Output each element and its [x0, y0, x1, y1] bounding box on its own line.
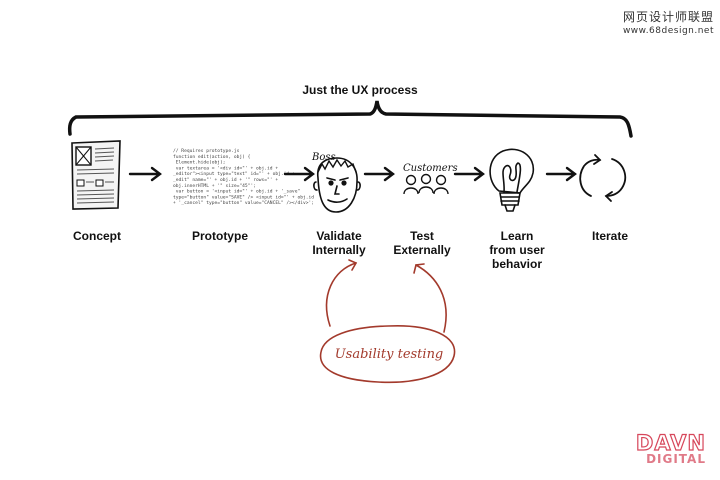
- diagram-title: Just the UX process: [302, 83, 418, 97]
- code-line: Element.hide(obj);: [173, 160, 226, 166]
- step-label-learn: Learn from user behavior: [489, 229, 545, 271]
- boss-face-icon: [313, 157, 361, 213]
- watermark-url: www.68design.net: [622, 26, 714, 36]
- code-line: var textarea = '<div id="' + obj.id +: [173, 165, 278, 171]
- arrow-icons: [128, 166, 577, 182]
- code-line: type="button" value="SAVE" /> <input id=…: [173, 194, 314, 200]
- code-line: + '_cancel" type="button" value="CANCEL"…: [173, 200, 314, 206]
- usability-testing-label: Usability testing: [335, 347, 444, 362]
- watermark: 网页设计师联盟 www.68design.net: [623, 8, 714, 36]
- arrow-5: [545, 166, 577, 182]
- arrow-1: [128, 166, 162, 182]
- step-label-test: Test Externally: [393, 229, 451, 257]
- code-line: _edit" name="' + obj.id + '" rows="' +: [173, 177, 278, 183]
- code-line: function edit(action, obj) {: [173, 154, 251, 160]
- code-line: // Requires prototype.js: [173, 148, 240, 154]
- customers-icon: [403, 173, 449, 195]
- code-line: obj.innerHTML + '" size="45"';: [173, 183, 256, 189]
- step-label-prototype: Prototype: [191, 229, 248, 243]
- arrow-3: [363, 166, 395, 182]
- brand-logo-line1: DAVN: [635, 431, 706, 455]
- lightbulb-icon: [489, 148, 535, 212]
- usability-loop: [319, 259, 456, 384]
- customers-label: Customers: [403, 163, 458, 174]
- brand-logo: DAVN DIGITAL: [635, 431, 706, 466]
- boss-label: Boss: [311, 152, 336, 163]
- step-label-iterate: Iterate: [591, 229, 629, 243]
- document-icon: [71, 140, 121, 210]
- code-line: var button = '<input id="' + obj.id + '_…: [173, 189, 300, 195]
- brand-logo-line2: DIGITAL: [646, 452, 706, 466]
- step-label-concept: Concept: [73, 229, 121, 243]
- brace: [67, 100, 633, 138]
- arrow-2: [283, 166, 315, 182]
- step-label-validate: Validate Internally: [312, 229, 366, 257]
- cycle-icon: [579, 154, 626, 202]
- code-line: _editor"><input type="text" id="' + obj.…: [173, 171, 295, 177]
- arrow-4: [453, 166, 485, 182]
- watermark-site-name: 网页设计师联盟: [622, 10, 714, 24]
